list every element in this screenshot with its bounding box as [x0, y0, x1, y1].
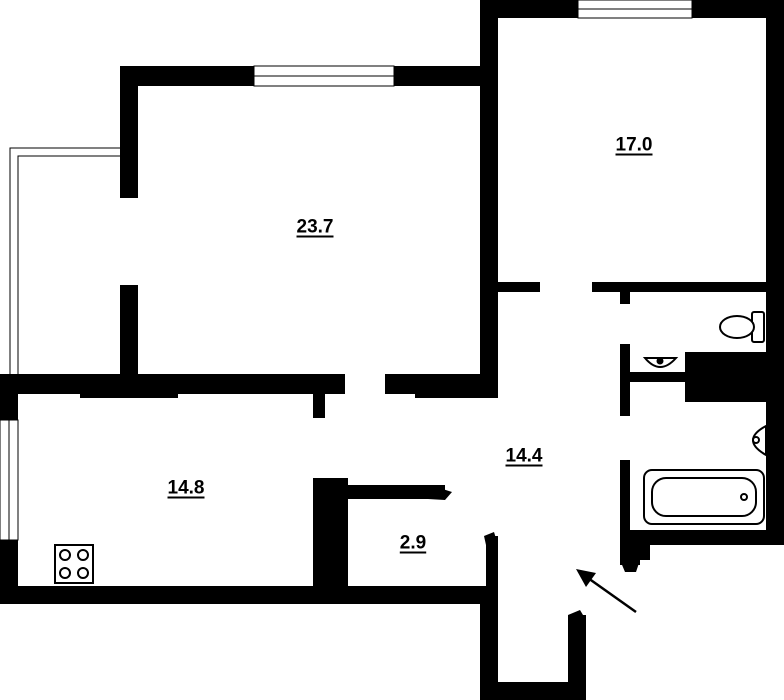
wall-bath-left [620, 460, 630, 545]
wall-storage-top [325, 485, 445, 499]
wall-bath-step [620, 545, 650, 560]
bathtub-icon [643, 469, 765, 525]
balcony [9, 147, 120, 374]
wall-wc-left-lower [620, 344, 630, 416]
wall-right-outer [766, 0, 784, 545]
wall-wc-left-upper [620, 282, 630, 304]
wall-entrance-right [568, 615, 586, 700]
wc-sink-icon [642, 357, 679, 368]
room-area-bedroom: 17.0 [615, 134, 653, 156]
door-jamb-storage [428, 485, 452, 500]
toilet-icon [719, 311, 765, 343]
wall-entrance-left [480, 586, 498, 700]
room-area-kitchen: 14.8 [167, 477, 205, 499]
wall-entrance-bottom [480, 682, 586, 700]
wall-wc-divider [630, 372, 685, 382]
wall-bedroom-bottom-right [592, 282, 784, 292]
wall-kitchen-stub [80, 382, 178, 398]
room-area-storage: 2.9 [399, 532, 427, 554]
bathroom-sink-icon [752, 424, 767, 457]
entrance-arrow-icon [576, 569, 637, 614]
wall-living-left-lower [120, 285, 138, 377]
wall-kitchen-right-upper [313, 394, 325, 418]
stove-icon [54, 544, 94, 584]
windows [0, 0, 693, 541]
wall-kitchen-bottom [0, 586, 498, 604]
room-area-hallway: 14.4 [505, 445, 543, 467]
wall-wc-block [685, 352, 784, 402]
wall-living-left-upper [120, 66, 138, 198]
door-jamb-entrance [568, 610, 586, 630]
wall-bath-bottom [620, 530, 784, 545]
wall-bedroom-left [480, 0, 498, 378]
door-jamb-bath [620, 560, 640, 572]
wall-hall-stub [415, 382, 498, 398]
room-area-living: 23.7 [296, 216, 334, 238]
wall-bedroom-bottom-left [498, 282, 540, 292]
door-jamb-storage-lower [484, 532, 498, 545]
